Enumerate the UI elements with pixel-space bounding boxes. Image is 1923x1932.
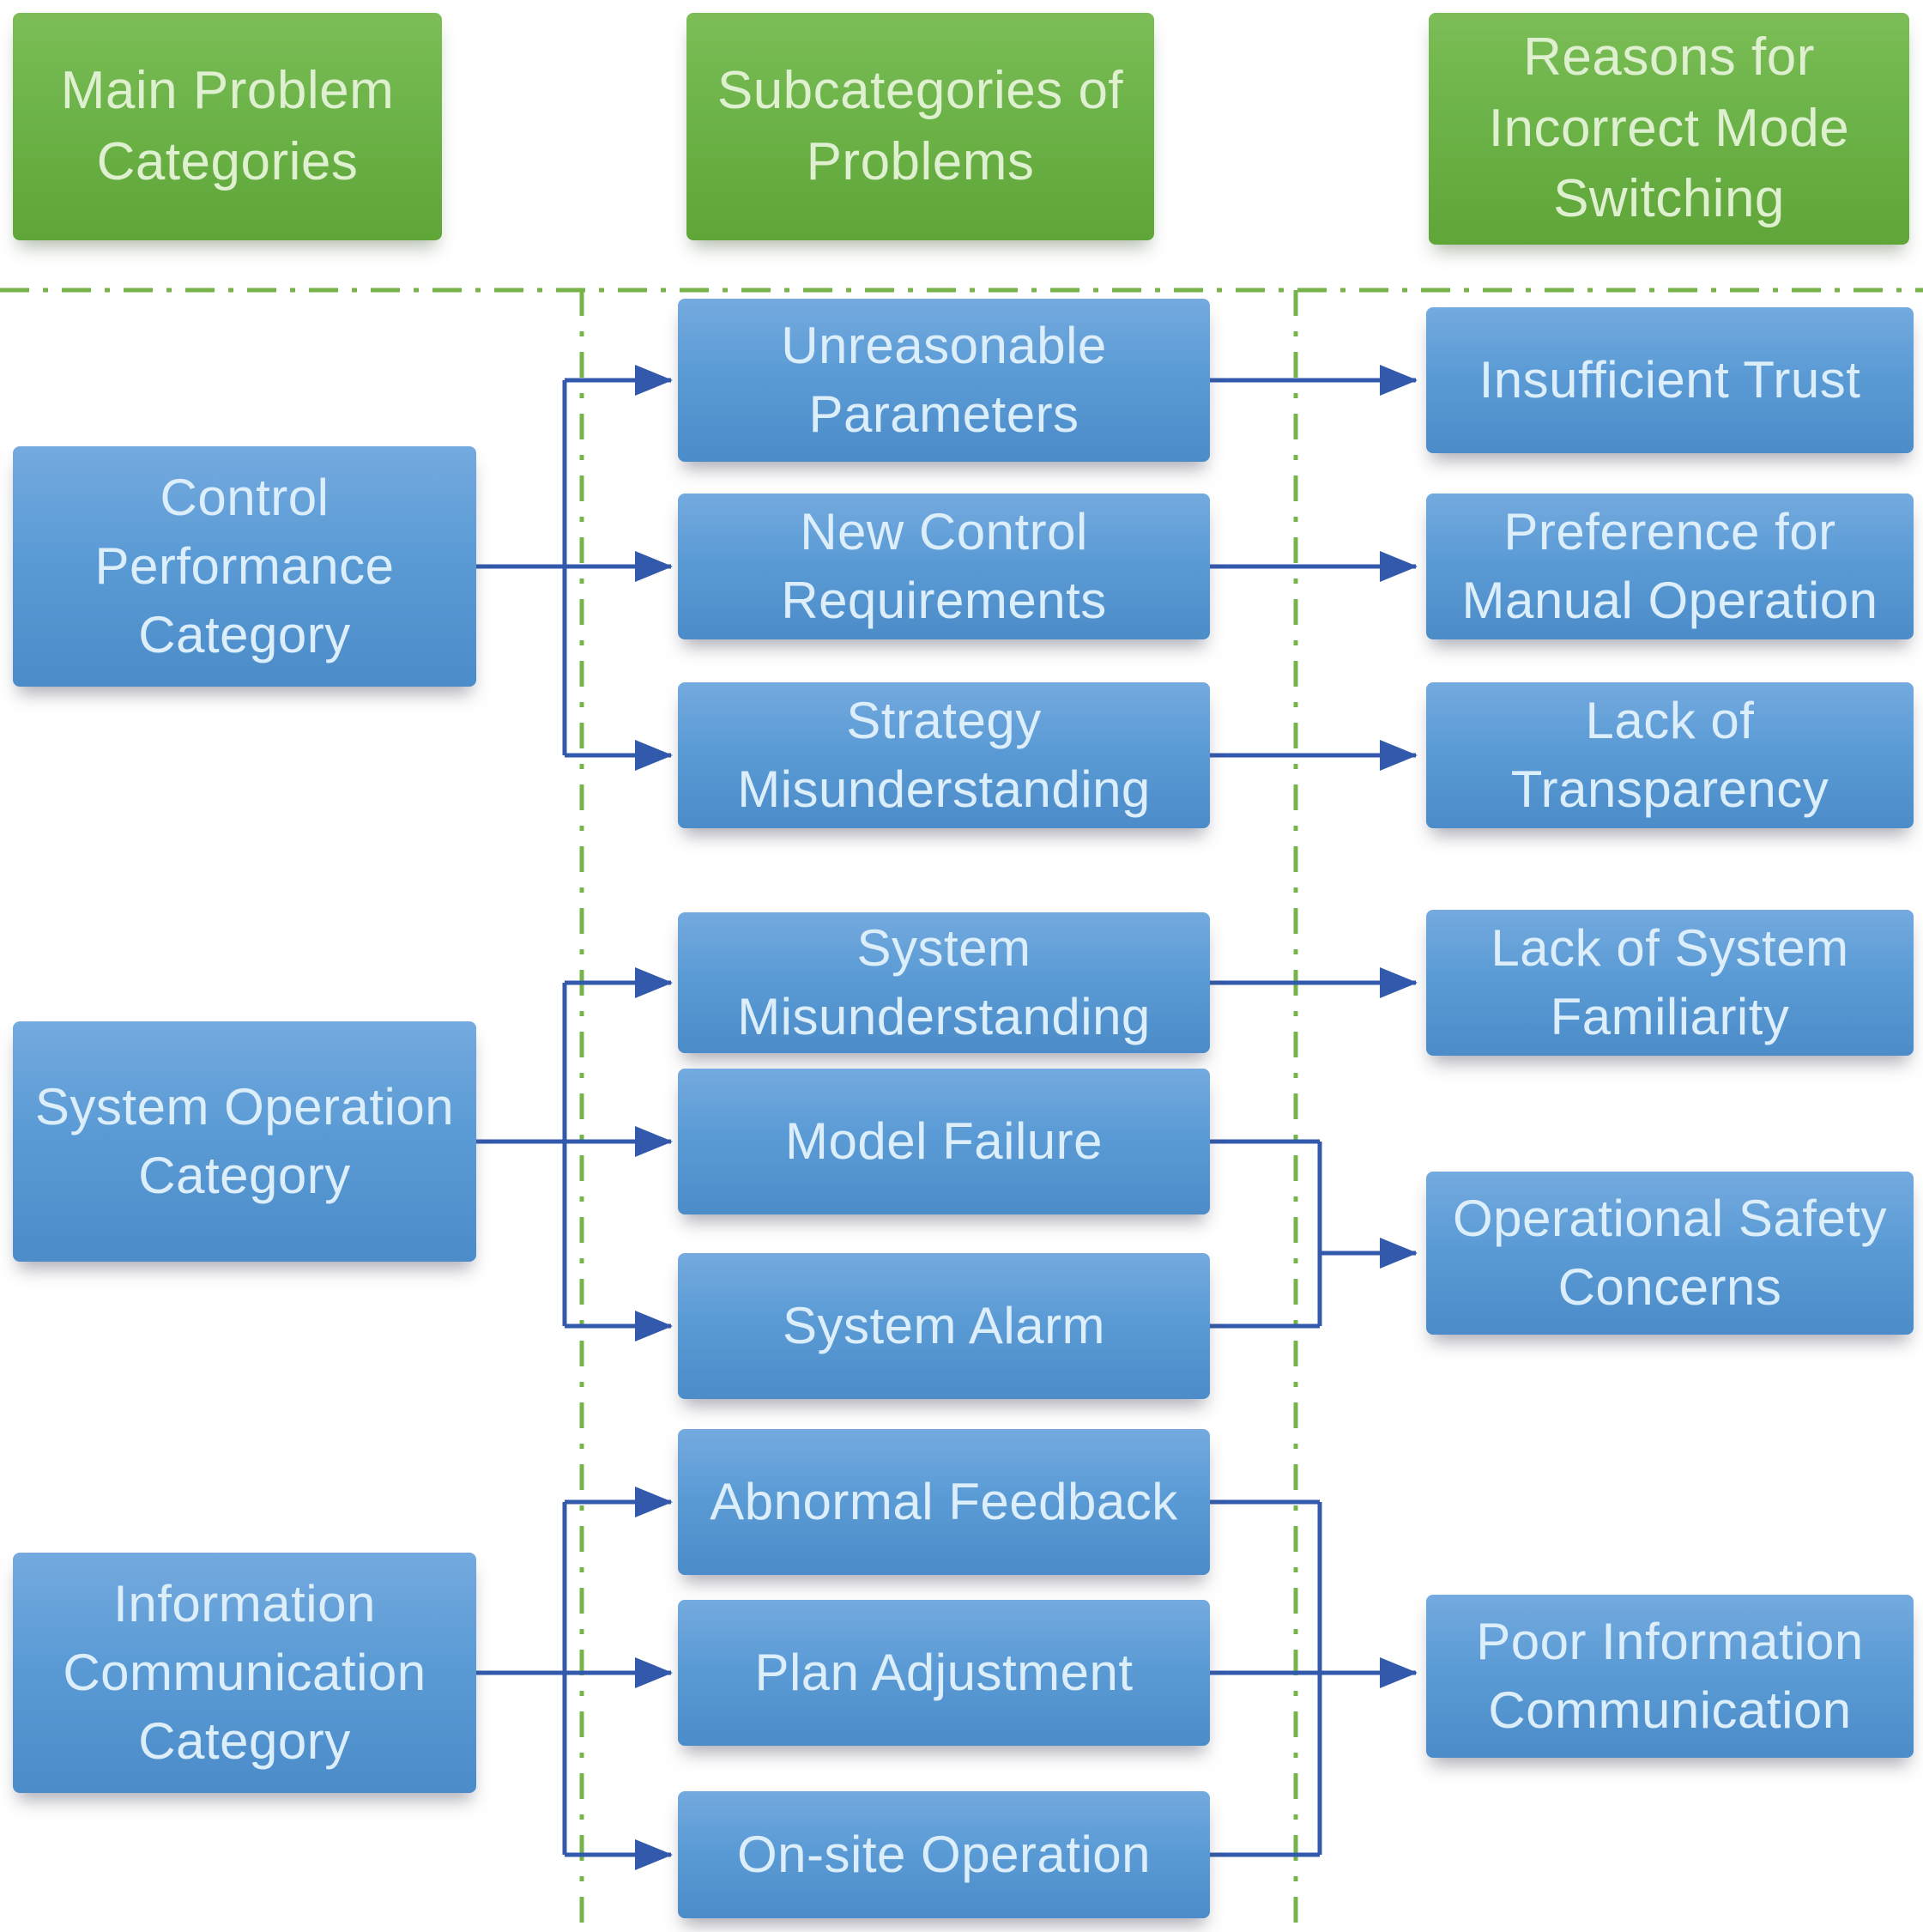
box-system-operation-category: System Operation Category (13, 1021, 476, 1262)
box-label: Plan Adjustment (754, 1644, 1134, 1702)
box-abnormal-feedback: Abnormal Feedback (678, 1429, 1210, 1575)
header-reasons-for-incorrect-mode-switching: Reasons for Incorrect Mode Switching (1429, 13, 1909, 245)
box-label: Unreasonable Parameters (781, 317, 1107, 443)
header-label: Reasons for Incorrect Mode Switching (1488, 27, 1850, 229)
box-unreasonable-parameters: Unreasonable Parameters (678, 299, 1210, 462)
box-control-performance-category: Control Performance Category (13, 446, 476, 687)
box-information-communication-category: Information Communication Category (13, 1553, 476, 1793)
box-label: Lack of System Familiarity (1491, 919, 1849, 1045)
box-label: Insufficient Trust (1479, 351, 1861, 409)
box-label: Information Communication Category (63, 1575, 426, 1770)
box-label: Preference for Manual Operation (1461, 503, 1878, 629)
box-label: Abnormal Feedback (710, 1473, 1178, 1531)
header-label: Main Problem Categories (60, 61, 395, 191)
box-label: Model Failure (785, 1112, 1103, 1171)
box-system-alarm: System Alarm (678, 1253, 1210, 1399)
header-label: Subcategories of Problems (717, 61, 1124, 191)
box-insufficient-trust: Insufficient Trust (1426, 307, 1914, 453)
box-label: Control Performance Category (94, 469, 395, 663)
box-lack-of-transparency: Lack of Transparency (1426, 682, 1914, 828)
header-subcategories-of-problems: Subcategories of Problems (686, 13, 1154, 240)
box-label: New Control Requirements (781, 503, 1107, 629)
box-strategy-misunderstanding: Strategy Misunderstanding (678, 682, 1210, 828)
header-main-problem-categories: Main Problem Categories (13, 13, 442, 240)
box-preference-for-manual-operation: Preference for Manual Operation (1426, 494, 1914, 639)
box-label: Operational Safety Concerns (1453, 1190, 1887, 1316)
box-label: System Misunderstanding (737, 919, 1151, 1045)
box-lack-of-system-familiarity: Lack of System Familiarity (1426, 910, 1914, 1056)
box-system-misunderstanding: System Misunderstanding (678, 912, 1210, 1053)
box-label: System Operation Category (34, 1078, 455, 1204)
box-label: System Alarm (782, 1297, 1106, 1355)
box-plan-adjustment: Plan Adjustment (678, 1600, 1210, 1746)
box-poor-information-communication: Poor Information Communication (1426, 1595, 1914, 1758)
box-operational-safety-concerns: Operational Safety Concerns (1426, 1172, 1914, 1335)
box-new-control-requirements: New Control Requirements (678, 494, 1210, 639)
box-on-site-operation: On-site Operation (678, 1791, 1210, 1918)
box-label: On-site Operation (736, 1826, 1152, 1884)
box-label: Poor Information Communication (1476, 1613, 1864, 1739)
box-label: Lack of Transparency (1510, 692, 1829, 818)
box-model-failure: Model Failure (678, 1069, 1210, 1214)
box-label: Strategy Misunderstanding (737, 692, 1151, 818)
